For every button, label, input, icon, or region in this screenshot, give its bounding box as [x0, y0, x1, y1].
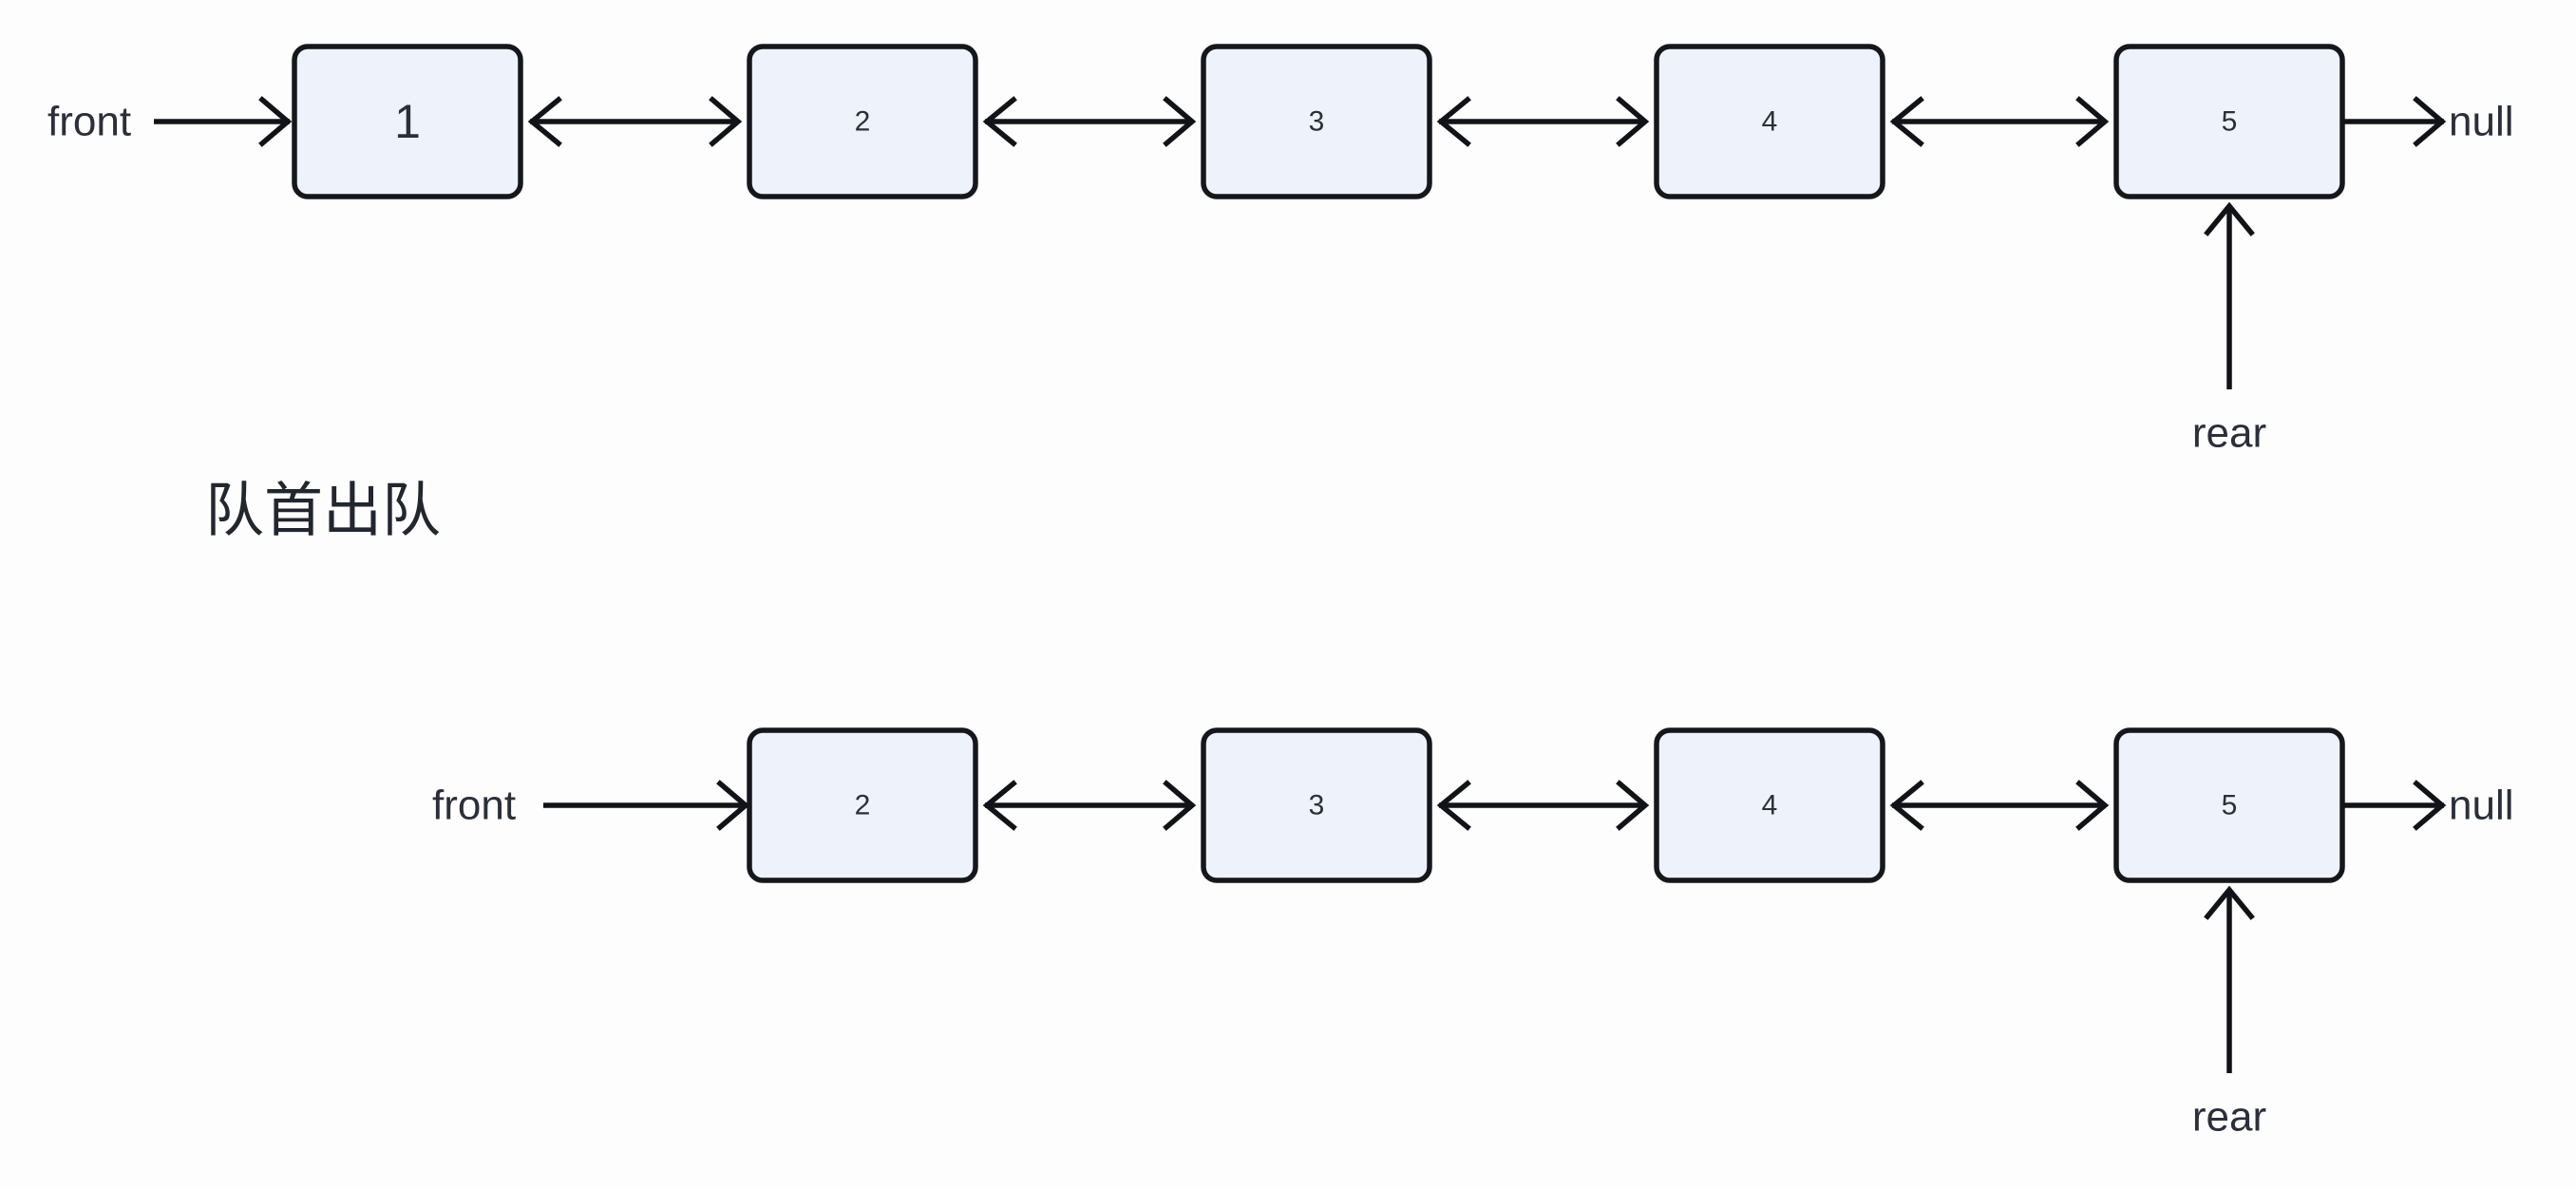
link-head-right-row1-3: [2075, 96, 2110, 147]
link-head-left-row2-0: [982, 780, 1017, 831]
link-head-right-row1-0: [709, 96, 743, 147]
node-box-row2-0[interactable]: [747, 727, 978, 883]
null-label-row1: null: [2449, 99, 2514, 145]
front-label-row1: front: [47, 99, 131, 145]
node-box-row1-0[interactable]: [292, 44, 523, 199]
node-value-row2-2: 4: [1762, 790, 1778, 821]
link-head-right-row2-2: [2075, 780, 2110, 831]
node-value-row2-0: 2: [855, 790, 871, 821]
front-label-row2: front: [432, 783, 516, 829]
node-value-row2-1: 3: [1309, 790, 1325, 821]
node-box-row1-2[interactable]: [1201, 44, 1432, 199]
link-head-left-row1-1: [982, 96, 1017, 147]
node-value-row1-3: 4: [1762, 106, 1778, 138]
row-after-dequeue: front 2 3 4 5: [432, 727, 2514, 1141]
node-value-row1-4: 5: [2222, 106, 2238, 138]
node-box-row1-1[interactable]: [747, 44, 978, 199]
caption-dequeue-front: 队首出队: [205, 479, 441, 544]
link-head-left-row2-2: [1889, 780, 1924, 831]
rear-label-row1: rear: [2192, 410, 2266, 457]
null-label-row2: null: [2449, 783, 2514, 829]
link-head-left-row1-2: [1436, 96, 1471, 147]
row-before-dequeue: front 1 2 3 4: [47, 44, 2514, 457]
link-head-left-row1-3: [1889, 96, 1924, 147]
link-head-right-row1-1: [1163, 96, 1197, 147]
link-head-right-row1-2: [1616, 96, 1650, 147]
front-arrow-head-row1: [258, 96, 293, 147]
rear-label-row2: rear: [2192, 1094, 2266, 1141]
front-arrow-head-row2: [716, 780, 750, 831]
node-box-row2-1[interactable]: [1201, 727, 1432, 883]
node-value-row2-3: 5: [2222, 790, 2238, 821]
node-box-row1-3[interactable]: [1654, 44, 1885, 199]
null-arrow-head-row2: [2413, 780, 2447, 831]
node-value-row1-1: 2: [855, 106, 871, 138]
rear-arrow-head-row1: [2204, 201, 2255, 236]
node-value-row1-0: 1: [394, 95, 421, 148]
node-value-row1-2: 3: [1309, 106, 1325, 138]
rear-arrow-head-row2: [2204, 885, 2255, 920]
node-box-row2-2[interactable]: [1654, 727, 1885, 883]
link-head-left-row2-1: [1436, 780, 1471, 831]
link-head-right-row2-1: [1616, 780, 1650, 831]
link-head-right-row2-0: [1163, 780, 1197, 831]
link-head-left-row1-0: [527, 96, 562, 147]
null-arrow-head-row1: [2413, 96, 2447, 147]
